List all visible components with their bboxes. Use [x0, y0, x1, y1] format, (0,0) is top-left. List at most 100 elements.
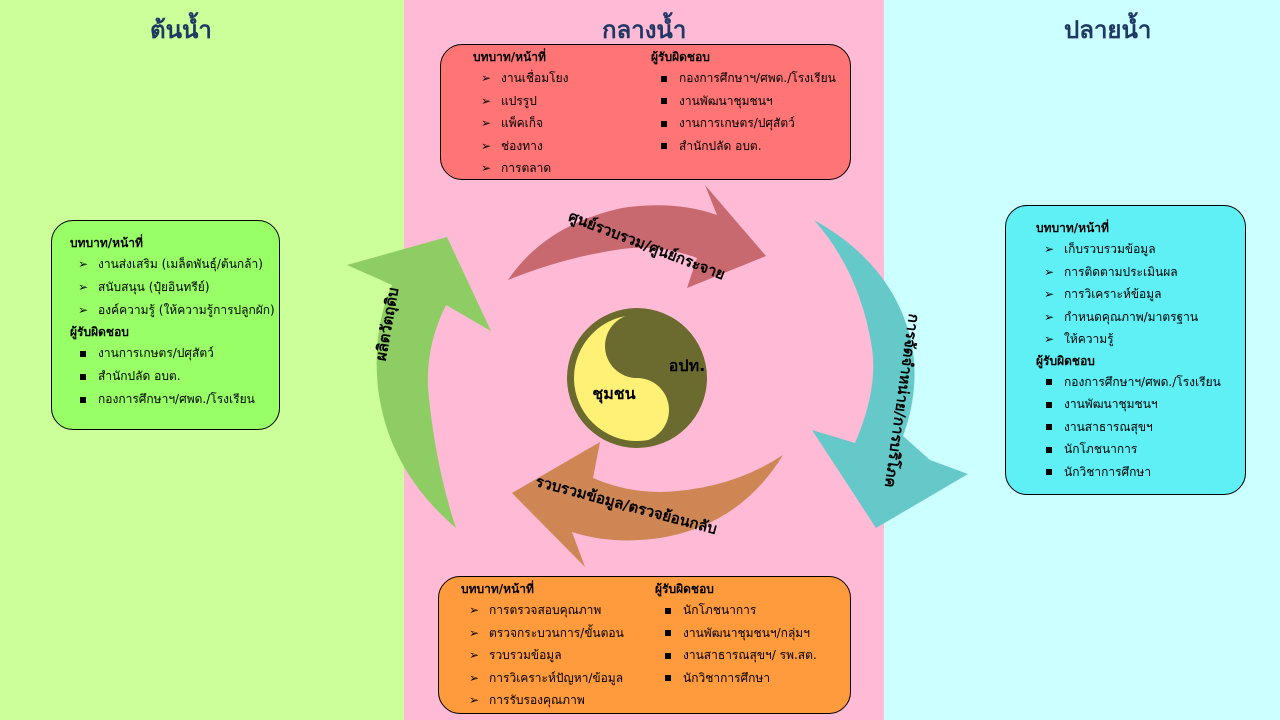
- list-item: นักโภชนาการ: [655, 599, 817, 622]
- midstream-title: กลางน้ำ: [602, 16, 687, 44]
- list-item: กองการศึกษาฯ/ศพด./โรงเรียน: [1036, 371, 1245, 394]
- square-bullet-icon: [74, 342, 92, 365]
- responsible-list: กองการศึกษาฯ/ศพด./โรงเรียน งานพัฒนาชุมชน…: [651, 67, 836, 157]
- list-item: ➢งานส่งเสริม (เมล็ดพันธุ์/ต้นกล้า): [70, 253, 279, 276]
- roles-list: ➢เก็บรวบรวมข้อมูล ➢การติดตามประเมินผล ➢ก…: [1036, 238, 1245, 351]
- roles-list: ➢งานส่งเสริม (เมล็ดพันธุ์/ต้นกล้า) ➢สนับ…: [70, 253, 279, 322]
- list-item: กองการศึกษาฯ/ศพด./โรงเรียน: [70, 388, 279, 411]
- arrow-bullet-icon: ➢: [1043, 332, 1055, 346]
- arrow-bullet-icon: ➢: [480, 71, 492, 85]
- upstream-box: บทบาท/หน้าที่ ➢งานส่งเสริม (เมล็ดพันธุ์/…: [51, 220, 280, 430]
- midstream-top-box: บทบาท/หน้าที่ ➢งานเชื่อมโยง ➢แปรรูป ➢แพ็…: [440, 44, 851, 180]
- roles-column: บทบาท/หน้าที่ ➢การตรวจสอบคุณภาพ ➢ตรวจกระ…: [461, 579, 624, 712]
- square-bullet-icon: [659, 599, 677, 622]
- list-item: งานพัฒนาชุมชนฯ: [1036, 393, 1245, 416]
- roles-column: บทบาท/หน้าที่ ➢งานเชื่อมโยง ➢แปรรูป ➢แพ็…: [473, 47, 569, 180]
- square-bullet-icon: [655, 135, 673, 158]
- list-item: งานสาธารณสุขฯ: [1036, 416, 1245, 439]
- square-bullet-icon: [659, 622, 677, 645]
- square-bullet-icon: [74, 365, 92, 388]
- responsible-header: ผู้รับผิดชอบ: [1036, 353, 1095, 368]
- center-community-label: ชุมชน: [592, 384, 635, 404]
- list-item: สำนักปลัด อบต.: [70, 365, 279, 388]
- list-item: ➢การติดตามประเมินผล: [1036, 261, 1245, 284]
- square-bullet-icon: [1040, 438, 1058, 461]
- list-item: ➢การรับรองคุณภาพ: [461, 689, 624, 712]
- right-arrow-shape: [812, 220, 968, 528]
- square-bullet-icon: [655, 90, 673, 113]
- list-item: งานการเกษตร/ปศุสัตว์: [70, 342, 279, 365]
- list-item: ➢งานเชื่อมโยง: [473, 67, 569, 90]
- responsible-list: กองการศึกษาฯ/ศพด./โรงเรียน งานพัฒนาชุมชน…: [1036, 371, 1245, 484]
- list-item: นักโภชนาการ: [1036, 438, 1245, 461]
- responsible-list: งานการเกษตร/ปศุสัตว์ สำนักปลัด อบต. กองก…: [70, 342, 279, 411]
- arrow-bullet-icon: ➢: [468, 603, 480, 617]
- arrow-bullet-icon: ➢: [480, 116, 492, 130]
- downstream-box: บทบาท/หน้าที่ ➢เก็บรวบรวมข้อมูล ➢การติดต…: [1005, 205, 1246, 495]
- arrow-bullet-icon: ➢: [77, 257, 89, 271]
- list-item: นักวิชาการศึกษา: [655, 667, 817, 690]
- responsible-header: ผู้รับผิดชอบ: [651, 50, 710, 64]
- arrow-bullet-icon: ➢: [1043, 309, 1055, 324]
- list-item: นักวิชาการศึกษา: [1036, 461, 1245, 484]
- list-item: ➢รวบรวมข้อมูล: [461, 644, 624, 667]
- midstream-bottom-box: บทบาท/หน้าที่ ➢การตรวจสอบคุณภาพ ➢ตรวจกระ…: [438, 576, 851, 714]
- list-item: ➢ให้ความรู้: [1036, 328, 1245, 351]
- list-item: งานพัฒนาชุมชนฯ: [651, 90, 836, 113]
- arrow-bullet-icon: ➢: [480, 161, 492, 175]
- roles-list: ➢งานเชื่อมโยง ➢แปรรูป ➢แพ็คเก็จ ➢ช่องทาง…: [473, 67, 569, 180]
- square-bullet-icon: [655, 67, 673, 90]
- list-item: สำนักปลัด อบต.: [651, 135, 836, 158]
- arrow-bullet-icon: ➢: [77, 280, 89, 294]
- list-item: ➢เก็บรวบรวมข้อมูล: [1036, 238, 1245, 261]
- responsible-list: นักโภชนาการ งานพัฒนาชุมชนฯ/กลุ่มฯ งานสาธ…: [655, 599, 817, 689]
- arrow-bullet-icon: ➢: [1043, 242, 1055, 256]
- roles-header: บทบาท/หน้าที่: [1036, 221, 1109, 235]
- bottom-arrow-shape: [512, 442, 783, 567]
- list-item: ➢แพ็คเก็จ: [473, 112, 569, 135]
- list-item: งานพัฒนาชุมชนฯ/กลุ่มฯ: [655, 622, 817, 645]
- list-item: ➢องค์ความรู้ (ให้ความรู้การปลูกผัก): [70, 299, 279, 322]
- list-item: ➢การวิเคราะห์ปัญหา/ข้อมูล: [461, 667, 624, 690]
- left-arrow-shape: [347, 237, 491, 528]
- arrow-bullet-icon: ➢: [468, 670, 480, 685]
- responsible-header: ผู้รับผิดชอบ: [655, 582, 714, 596]
- list-item: ➢กำหนดคุณภาพ/มาตรฐาน: [1036, 306, 1245, 329]
- square-bullet-icon: [1040, 461, 1058, 484]
- center-yin-yang: [567, 308, 707, 448]
- arrow-bullet-icon: ➢: [1043, 264, 1055, 279]
- responsible-header: ผู้รับผิดชอบ: [70, 325, 129, 339]
- list-item: งานการเกษตร/ปศุสัตว์: [651, 112, 836, 135]
- list-item: ➢แปรรูป: [473, 90, 569, 113]
- list-item: ➢ช่องทาง: [473, 135, 569, 158]
- roles-header: บทบาท/หน้าที่: [473, 50, 546, 64]
- responsible-column: ผู้รับผิดชอบ นักโภชนาการ งานพัฒนาชุมชนฯ/…: [655, 579, 817, 689]
- square-bullet-icon: [1040, 416, 1058, 439]
- list-item: ➢การตลาด: [473, 157, 569, 180]
- square-bullet-icon: [659, 644, 677, 667]
- square-bullet-icon: [655, 112, 673, 135]
- list-item: ➢การวิเคราะห์ข้อมูล: [1036, 283, 1245, 306]
- downstream-title: ปลายน้ำ: [1064, 16, 1152, 44]
- list-item: ➢การตรวจสอบคุณภาพ: [461, 599, 624, 622]
- top-arrow-shape: [508, 185, 766, 288]
- square-bullet-icon: [74, 388, 92, 411]
- arrow-bullet-icon: ➢: [468, 693, 480, 707]
- roles-list: ➢การตรวจสอบคุณภาพ ➢ตรวจกระบวนการ/ขั้นตอน…: [461, 599, 624, 712]
- upstream-title: ต้นน้ำ: [150, 16, 212, 44]
- square-bullet-icon: [659, 667, 677, 690]
- square-bullet-icon: [1040, 393, 1058, 416]
- list-item: งานสาธารณสุขฯ/ รพ.สต.: [655, 644, 817, 667]
- list-item: ➢ตรวจกระบวนการ/ขั้นตอน: [461, 622, 624, 645]
- arrow-bullet-icon: ➢: [468, 648, 480, 662]
- list-item: กองการศึกษาฯ/ศพด./โรงเรียน: [651, 67, 836, 90]
- arrow-bullet-icon: ➢: [468, 625, 480, 640]
- center-local-gov-label: อปท.: [669, 356, 705, 375]
- arrow-bullet-icon: ➢: [1043, 287, 1055, 301]
- responsible-column: ผู้รับผิดชอบ กองการศึกษาฯ/ศพด./โรงเรียน …: [651, 47, 836, 157]
- arrow-bullet-icon: ➢: [480, 138, 492, 153]
- roles-header: บทบาท/หน้าที่: [461, 582, 534, 596]
- square-bullet-icon: [1040, 371, 1058, 394]
- list-item: ➢สนับสนุน (ปุ๋ยอินทรีย์): [70, 276, 279, 299]
